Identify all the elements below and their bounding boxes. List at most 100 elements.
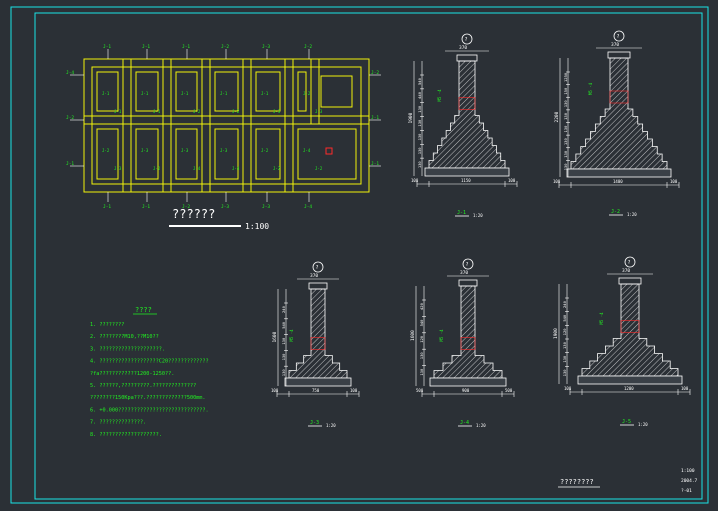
footing-base-cushion (429, 377, 507, 387)
top-dimension-text: 370 (611, 42, 619, 48)
wall-label: M5 -4 (289, 329, 294, 342)
ring-beam (310, 337, 326, 350)
plan-room-label: J-1 (220, 91, 228, 96)
axis-bubble (461, 33, 473, 45)
segment-dimension-text: 540 (281, 321, 286, 329)
plan-axis-label: J-1 (371, 115, 379, 121)
axis-bubble (312, 261, 324, 273)
plan-axis-label: J-2 (221, 44, 229, 50)
plan-room-outline (214, 71, 239, 112)
footing-base-cushion (424, 167, 510, 177)
plan-axis-label: J-1 (142, 204, 150, 210)
segment-dimension-text: 130 (281, 353, 286, 361)
base-width-text: 900 (462, 388, 470, 393)
ring-beam (458, 97, 476, 110)
plan-room-label: J-2 (303, 91, 311, 96)
axis-bubble-label: ? (316, 265, 319, 271)
segment-dimension-text: 130 (562, 369, 567, 377)
plan-axis-label: J-2 (371, 70, 379, 76)
plan-room-label: J-3 (141, 148, 149, 153)
plan-room-outline (214, 128, 239, 180)
segment-dimension-text: 130 (417, 147, 422, 155)
plan-axis-label: J-1 (66, 161, 74, 167)
side-dimension-text: 100 (564, 386, 572, 391)
wall-cap (607, 51, 631, 59)
section-id: J-1 (457, 210, 466, 216)
segment-dimension-text: 150 (563, 87, 568, 95)
plan-axis-label: J-3 (262, 44, 270, 50)
title-block-scale: 1:100 (681, 468, 695, 474)
segment-dimension-text: 130 (563, 100, 568, 108)
plan-room-label: J-2 (193, 109, 201, 114)
plan-room-outline (96, 71, 119, 112)
top-dimension-text: 370 (310, 273, 318, 279)
plan-axis-label: J-3 (221, 204, 229, 210)
wall-cap (618, 277, 642, 285)
note-line: ?fa????????????1200-1250??. (90, 371, 174, 377)
plan-room-label: J-1 (261, 91, 269, 96)
plan-room-outline (135, 71, 159, 112)
side-dimension-text: 100 (508, 178, 516, 183)
plan-axis-label: J-1 (103, 204, 111, 210)
ring-beam (609, 90, 629, 104)
segment-dimension-text: 130 (419, 352, 424, 360)
plan-room-outline (96, 128, 119, 180)
wall-label: M5 -4 (599, 312, 604, 325)
plan-axis-label: J-2 (66, 115, 74, 121)
section-scale: 1:20 (627, 212, 637, 217)
note-line: 1. ???????? (90, 322, 124, 328)
segment-dimension-text: 240 (562, 300, 567, 308)
axis-bubble (624, 256, 636, 268)
note-line: 8. ???????????????????. (90, 432, 162, 438)
segment-dimension-text: 440 (417, 91, 422, 99)
total-height-text: 2200 (554, 111, 560, 122)
plan-axis-label: J-3 (262, 204, 270, 210)
plan-room-outline (255, 128, 281, 180)
ring-beam (460, 337, 476, 350)
plan-room-outline (135, 128, 159, 180)
segment-dimension-text: 130 (563, 125, 568, 133)
plan-room-label: J-3 (273, 109, 281, 114)
segment-dimension-text: 130 (417, 105, 422, 113)
segment-dimension-text: 130 (417, 161, 422, 169)
plan-axis-label: J-2 (304, 44, 312, 50)
plan-axis-label: J-2 (182, 204, 190, 210)
section-scale: 1:20 (476, 423, 486, 428)
base-width-text: 1400 (613, 179, 623, 184)
segment-dimension-text: 130 (562, 355, 567, 363)
note-line: 3. ????????????????????. (90, 346, 165, 352)
footing-base-cushion (566, 168, 672, 178)
side-dimension-text: 100 (350, 388, 358, 393)
wall-cap (456, 54, 478, 62)
note-line: 7. ??????????????. (90, 420, 146, 426)
notes-list: 1. ???????? 2. ????????M10,??M10?? 3. ????… (90, 322, 209, 438)
axis-bubble (462, 258, 474, 270)
segment-dimension-text: 540 (562, 314, 567, 322)
side-dimension-text: 100 (271, 388, 279, 393)
plan-room-outline (297, 128, 357, 180)
side-dimension-text: 100 (411, 178, 419, 183)
notes-heading: ???? (135, 306, 152, 314)
section-id: J-4 (460, 420, 469, 426)
plan-axis-label: J-4 (66, 70, 74, 76)
plan-room-label: J-4 (232, 166, 240, 171)
section-id: J-5 (622, 419, 631, 425)
total-height-text: 1600 (410, 330, 416, 341)
side-dimension-text: 100 (670, 179, 678, 184)
title-block-date: 2004.7 (681, 478, 698, 484)
note-line: 2. ????????M10,??M10?? (90, 334, 159, 340)
note-line: 5. ??????,?????????.?????????????? (90, 383, 196, 389)
plan-inner-wall (91, 66, 362, 185)
plan-room-label: J-2 (273, 166, 281, 171)
plan-room-label: J-1 (114, 109, 122, 114)
plan-room-label: J-2 (261, 148, 269, 153)
plan-room-outline (320, 75, 353, 108)
segment-dimension-text: 120 (419, 335, 424, 343)
plan-room-label: J-2 (102, 148, 110, 153)
segment-dimension-text: 130 (417, 133, 422, 141)
